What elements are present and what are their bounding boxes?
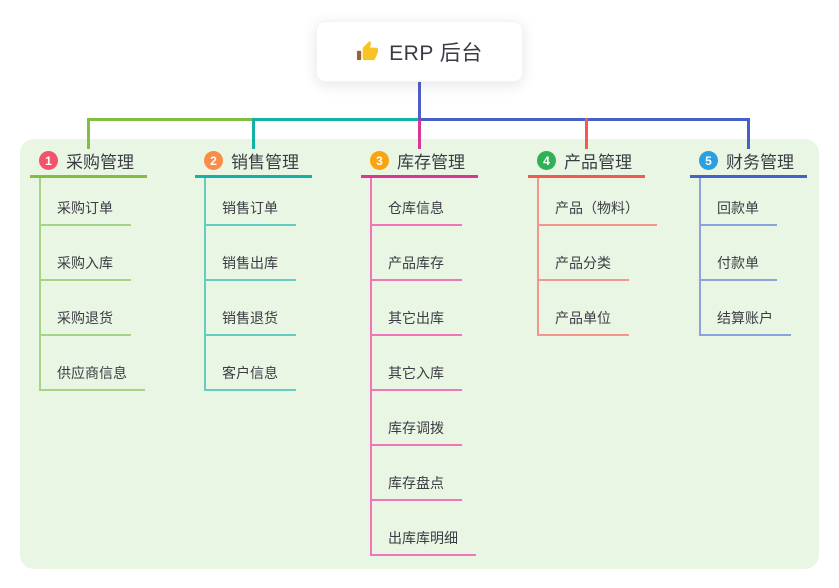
- child-item[interactable]: 产品单位: [539, 281, 629, 336]
- child-item[interactable]: 其它入库: [372, 336, 462, 391]
- branch-children: 仓库信息产品库存其它出库其它入库库存调拨库存盘点出库库明细: [370, 178, 476, 556]
- child-item[interactable]: 库存调拨: [372, 391, 462, 446]
- child-item[interactable]: 出库库明细: [372, 501, 476, 556]
- child-item[interactable]: 采购订单: [41, 178, 131, 226]
- branch-number-badge: 2: [204, 151, 223, 170]
- child-item[interactable]: 销售退货: [206, 281, 296, 336]
- child-item[interactable]: 仓库信息: [372, 178, 462, 226]
- child-item[interactable]: 回款单: [701, 178, 777, 226]
- child-item[interactable]: 产品（物料）: [539, 178, 657, 226]
- branch-number-badge: 4: [537, 151, 556, 170]
- branch-column: 1 采购管理采购订单采购入库采购退货供应商信息: [30, 146, 147, 391]
- child-item[interactable]: 产品分类: [539, 226, 629, 281]
- branch-number-badge: 5: [699, 151, 718, 170]
- branch-number-badge: 3: [370, 151, 389, 170]
- branch-header[interactable]: 5 财务管理: [690, 146, 807, 178]
- branch-header[interactable]: 1 采购管理: [30, 146, 147, 178]
- branch-label: 财务管理: [726, 153, 794, 172]
- child-item[interactable]: 采购入库: [41, 226, 131, 281]
- child-item[interactable]: 其它出库: [372, 281, 462, 336]
- thumbs-up-icon: [356, 40, 379, 63]
- branch-header[interactable]: 4 产品管理: [528, 146, 645, 178]
- child-item[interactable]: 供应商信息: [41, 336, 145, 391]
- branch-header[interactable]: 2 销售管理: [195, 146, 312, 178]
- branch-header[interactable]: 3 库存管理: [361, 146, 478, 178]
- branch-children: 回款单付款单结算账户: [699, 178, 791, 336]
- child-item[interactable]: 销售订单: [206, 178, 296, 226]
- child-item[interactable]: 产品库存: [372, 226, 462, 281]
- branch-column: 3 库存管理仓库信息产品库存其它出库其它入库库存调拨库存盘点出库库明细: [361, 146, 478, 556]
- branch-children: 销售订单销售出库销售退货客户信息: [204, 178, 296, 391]
- branch-column: 4 产品管理产品（物料）产品分类产品单位: [528, 146, 657, 336]
- mindmap-root-node[interactable]: ERP 后台: [316, 21, 523, 82]
- branch-label: 库存管理: [397, 153, 465, 172]
- child-item[interactable]: 结算账户: [701, 281, 791, 336]
- child-item[interactable]: 付款单: [701, 226, 777, 281]
- child-item[interactable]: 库存盘点: [372, 446, 462, 501]
- root-label: ERP 后台: [389, 41, 483, 65]
- child-item[interactable]: 采购退货: [41, 281, 131, 336]
- branch-number-badge: 1: [39, 151, 58, 170]
- branches-panel: [20, 139, 819, 569]
- branch-label: 采购管理: [66, 153, 134, 172]
- child-item[interactable]: 销售出库: [206, 226, 296, 281]
- branch-label: 销售管理: [231, 153, 299, 172]
- branch-children: 采购订单采购入库采购退货供应商信息: [39, 178, 145, 391]
- branch-column: 2 销售管理销售订单销售出库销售退货客户信息: [195, 146, 312, 391]
- child-item[interactable]: 客户信息: [206, 336, 296, 391]
- branch-column: 5 财务管理回款单付款单结算账户: [690, 146, 807, 336]
- branch-label: 产品管理: [564, 153, 632, 172]
- branch-children: 产品（物料）产品分类产品单位: [537, 178, 657, 336]
